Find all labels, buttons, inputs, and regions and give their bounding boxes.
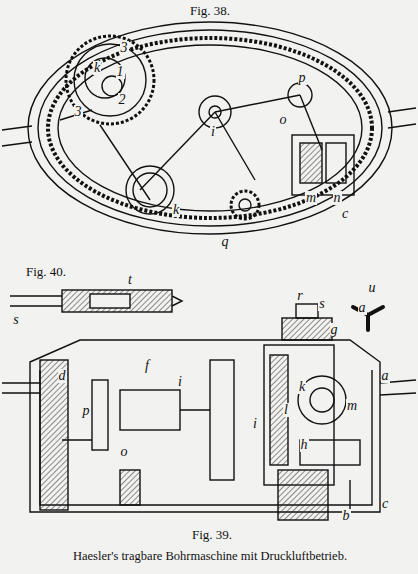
part-letter: o [279,113,288,127]
part-letter: s [12,313,19,327]
figure-number: Fig. 39. [191,528,233,541]
part-letter: u [368,281,377,295]
part-letter: s [318,297,325,311]
part-letter: 1 [116,65,125,79]
part-letter: d [58,369,67,383]
part-letter: m [305,191,317,205]
part-letter: a [381,369,390,383]
part-letter: 3 [120,41,129,55]
part-letter: n [333,191,342,205]
part-letter: 2 [118,93,127,107]
part-letter: k [298,380,306,394]
part-letter: q [221,235,230,249]
part-letter: b [342,509,351,523]
part-letter: k [172,203,180,217]
part-letter: l [283,403,289,417]
part-letter: t [127,273,133,287]
part-letter: m [346,399,358,413]
part-letter: c [341,207,349,221]
figure-number: Fig. 38. [189,4,231,17]
part-letter: o [120,445,129,459]
figure-caption: Haesler's tragbare Bohrmaschine mit Druc… [72,550,348,563]
part-letter: h [300,438,309,452]
part-letter: i [210,125,216,139]
part-letter: i [252,417,258,431]
part-letter: g [330,323,339,337]
part-letter: a [358,301,367,315]
part-letter: i [177,375,183,389]
part-letter: f [144,359,150,373]
figure-number: Fig. 40. [25,265,67,278]
part-letter: c [381,497,389,511]
part-letter: k [93,61,101,75]
part-letter: r [296,289,303,303]
part-letter: p [82,404,91,418]
part-letter: p [298,71,307,85]
part-letter: 3 [74,105,83,119]
